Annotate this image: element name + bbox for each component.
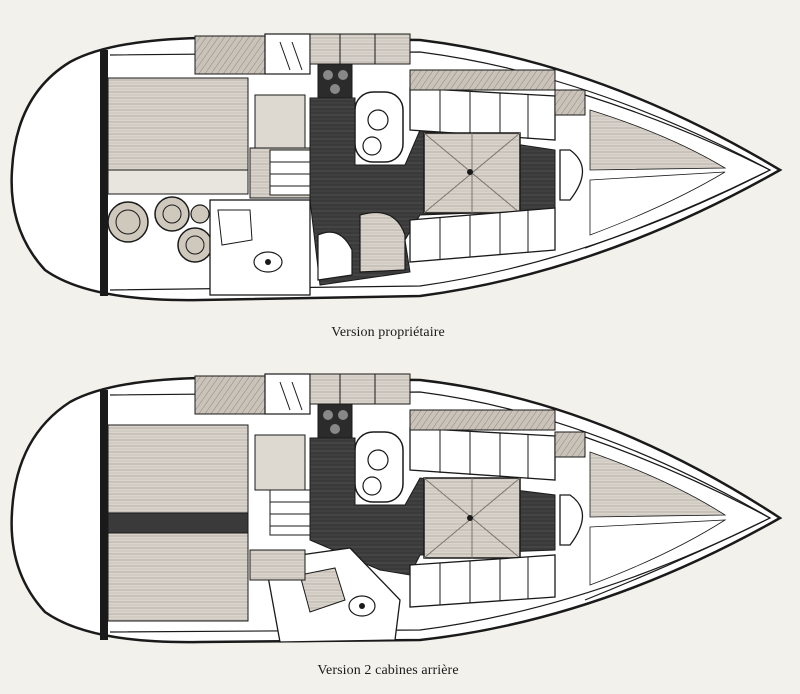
settee-port [409,554,556,608]
saloon-table [423,132,521,214]
companionway-steps [269,149,311,196]
caption-owner-version: Version propriétaire [331,325,445,340]
settee-starboard [409,69,556,141]
hull-plan-two-aft-cabins-version [10,373,783,644]
aft-bulkhead [100,390,108,640]
settee-starboard [409,409,556,481]
caption-two-aft-cabins-version: Version 2 cabines arrière [317,663,459,678]
saloon-table [423,477,521,559]
aft-berth-starboard [107,424,249,514]
aft-bulkhead [100,50,108,296]
aft-berth-port [107,532,249,622]
companionway-steps [269,489,311,536]
aft-berth [107,77,249,171]
settee-port [409,207,556,263]
hull-plan-owner-version [10,33,783,302]
